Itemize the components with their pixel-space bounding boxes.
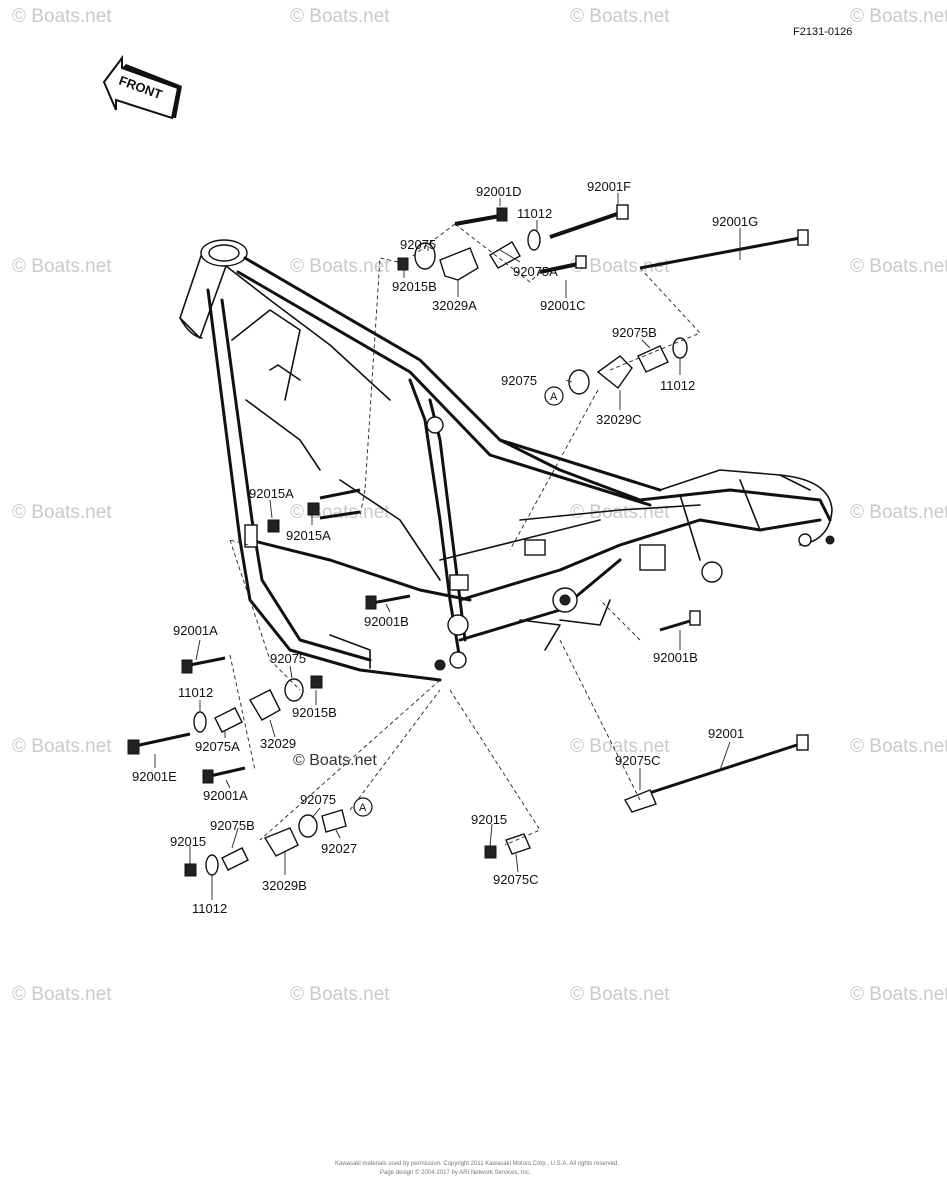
- watermark: © Boats.net: [12, 502, 112, 523]
- part-label: 92015A: [286, 528, 331, 543]
- watermark: © Boats.net: [290, 502, 390, 523]
- part-label: 92015B: [392, 279, 437, 294]
- watermark: © Boats.net: [850, 256, 947, 277]
- watermark: © Boats.net: [850, 984, 947, 1005]
- part-label: 92075C: [615, 753, 661, 768]
- part-labels: 92001D 92001F 11012 92001G 92075 92075A …: [132, 179, 758, 916]
- watermark: © Boats.net: [850, 6, 947, 27]
- frame-illustration: [179, 239, 835, 682]
- part-label: 92001E: [132, 769, 177, 784]
- watermark: © Boats.net: [850, 502, 947, 523]
- assembly-lines: [229, 223, 701, 846]
- part-label: 92015B: [292, 705, 337, 720]
- watermark-center: © Boats.net: [293, 752, 377, 769]
- part-label: 32029C: [596, 412, 642, 427]
- watermark: © Boats.net: [290, 984, 390, 1005]
- part-label: 92075: [300, 792, 336, 807]
- watermark: © Boats.net: [570, 6, 670, 27]
- watermark: © Boats.net: [12, 6, 112, 27]
- copyright-line: Page design © 2004-2017 by ARI Network S…: [380, 1169, 531, 1176]
- part-label: 92001C: [540, 298, 586, 313]
- part-label: 92015: [170, 834, 206, 849]
- part-label: 92001F: [587, 179, 631, 194]
- part-label: 32029B: [262, 878, 307, 893]
- leader-lines: [154, 193, 741, 900]
- figure-id: F2131-0126: [793, 26, 852, 38]
- part-label: 92027: [321, 841, 357, 856]
- watermark: © Boats.net: [570, 984, 670, 1005]
- watermark: © Boats.net: [12, 736, 112, 757]
- watermark: © Boats.net: [570, 502, 670, 523]
- watermark: © Boats.net: [570, 736, 670, 757]
- callout-marker: A: [544, 386, 564, 406]
- part-label: 11012: [178, 685, 213, 700]
- part-label: 92001B: [653, 650, 698, 665]
- part-label: 92075: [501, 373, 537, 388]
- part-label: 92001: [708, 726, 744, 741]
- watermark: © Boats.net: [12, 984, 112, 1005]
- part-label: 92075B: [612, 325, 657, 340]
- part-label: 92001D: [476, 184, 522, 199]
- watermark: © Boats.net: [850, 736, 947, 757]
- part-label: 11012: [660, 378, 695, 393]
- part-label: 32029: [260, 736, 296, 751]
- watermark: © Boats.net: [290, 6, 390, 27]
- part-label: 92075A: [513, 264, 558, 279]
- callout-letter: A: [550, 391, 558, 403]
- part-label: 11012: [192, 901, 227, 916]
- part-label: 92075B: [210, 818, 255, 833]
- watermark-group: © Boats.net © Boats.net © Boats.net © Bo…: [12, 6, 947, 1005]
- part-label: 32029A: [432, 298, 477, 313]
- front-arrow-icon: FRONT: [102, 55, 182, 120]
- part-label: 92001A: [203, 788, 248, 803]
- part-label: 92015A: [249, 486, 294, 501]
- part-label: 92015: [471, 812, 507, 827]
- part-label: 92001B: [364, 614, 409, 629]
- part-label: 11012: [517, 206, 552, 221]
- fastener-set: [127, 204, 809, 877]
- callout-letter: A: [359, 802, 367, 814]
- part-label: 92075: [400, 237, 436, 252]
- watermark: © Boats.net: [290, 256, 390, 277]
- part-label: 92001A: [173, 623, 218, 638]
- watermark: © Boats.net: [12, 256, 112, 277]
- callout-marker: A: [353, 797, 373, 817]
- watermark: © Boats.net: [570, 256, 670, 277]
- part-label: 92075: [270, 651, 306, 666]
- part-label: 92001G: [712, 214, 758, 229]
- copyright-line: Kawasaki materials used by permission. C…: [335, 1161, 619, 1167]
- part-label: 92075A: [195, 739, 240, 754]
- part-label: 92075C: [493, 872, 539, 887]
